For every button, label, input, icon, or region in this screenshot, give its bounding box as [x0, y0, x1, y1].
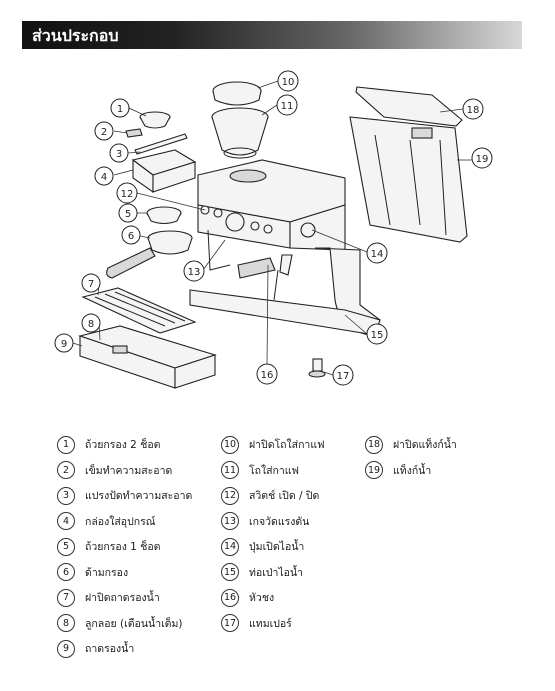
callout-15: 15	[366, 323, 388, 345]
callout-4: 4	[94, 166, 114, 186]
svg-text:14: 14	[371, 249, 384, 260]
svg-text:9: 9	[61, 339, 67, 350]
svg-text:17: 17	[337, 371, 350, 382]
bean-lid-drawing	[212, 81, 262, 106]
callout-1: 1	[110, 98, 130, 118]
svg-text:15: 15	[371, 330, 384, 341]
tamper-drawing	[308, 358, 326, 378]
section-title: ส่วนประกอบ	[32, 26, 119, 45]
callout-10: 10	[277, 70, 299, 92]
parts-diagram: 1 2 3 4 5 6 7 8 9 10 11 12 13 14 15 16 1…	[54, 70, 493, 389]
svg-text:1: 1	[117, 104, 123, 115]
svg-text:3: 3	[116, 149, 122, 160]
callout-17: 17	[332, 364, 354, 386]
callout-19: 19	[471, 147, 493, 169]
accessory-box-drawing	[131, 149, 197, 194]
callout-3: 3	[109, 143, 129, 163]
svg-text:12: 12	[121, 189, 134, 200]
double-basket-drawing	[139, 111, 171, 129]
cleaning-brush-drawing	[134, 133, 188, 155]
cleaning-pin-drawing	[125, 128, 143, 138]
svg-text:2: 2	[101, 127, 107, 138]
callout-18: 18	[462, 98, 484, 120]
svg-text:8: 8	[88, 319, 94, 330]
svg-text:16: 16	[261, 370, 274, 381]
callout-14: 14	[366, 242, 388, 264]
svg-text:10: 10	[282, 77, 295, 88]
water-tank-drawing	[349, 86, 468, 243]
callout-11: 11	[276, 94, 298, 116]
portafilter-drawing	[106, 230, 193, 279]
drip-cover-drawing	[81, 287, 197, 334]
svg-text:5: 5	[125, 209, 131, 220]
svg-text:19: 19	[476, 154, 489, 165]
callout-12: 12	[116, 182, 138, 204]
single-basket-drawing	[146, 206, 182, 225]
svg-text:6: 6	[128, 231, 134, 242]
callout-9: 9	[54, 333, 74, 353]
svg-text:7: 7	[88, 279, 94, 290]
machine-body-drawing	[189, 159, 381, 336]
callout-16: 16	[256, 363, 278, 385]
callout-5: 5	[118, 203, 138, 223]
bean-hopper-drawing	[211, 107, 269, 159]
section-header: ส่วนประกอบ	[22, 21, 522, 49]
svg-text:4: 4	[101, 172, 107, 183]
callout-13: 13	[183, 260, 205, 282]
drip-tray-drawing	[78, 325, 217, 389]
svg-text:11: 11	[281, 101, 294, 112]
leader-lines	[72, 80, 472, 376]
callout-8: 8	[81, 313, 101, 333]
callout-6: 6	[121, 225, 141, 245]
svg-text:18: 18	[467, 105, 480, 116]
callout-7: 7	[81, 273, 101, 293]
svg-text:13: 13	[188, 267, 201, 278]
callout-2: 2	[94, 121, 114, 141]
